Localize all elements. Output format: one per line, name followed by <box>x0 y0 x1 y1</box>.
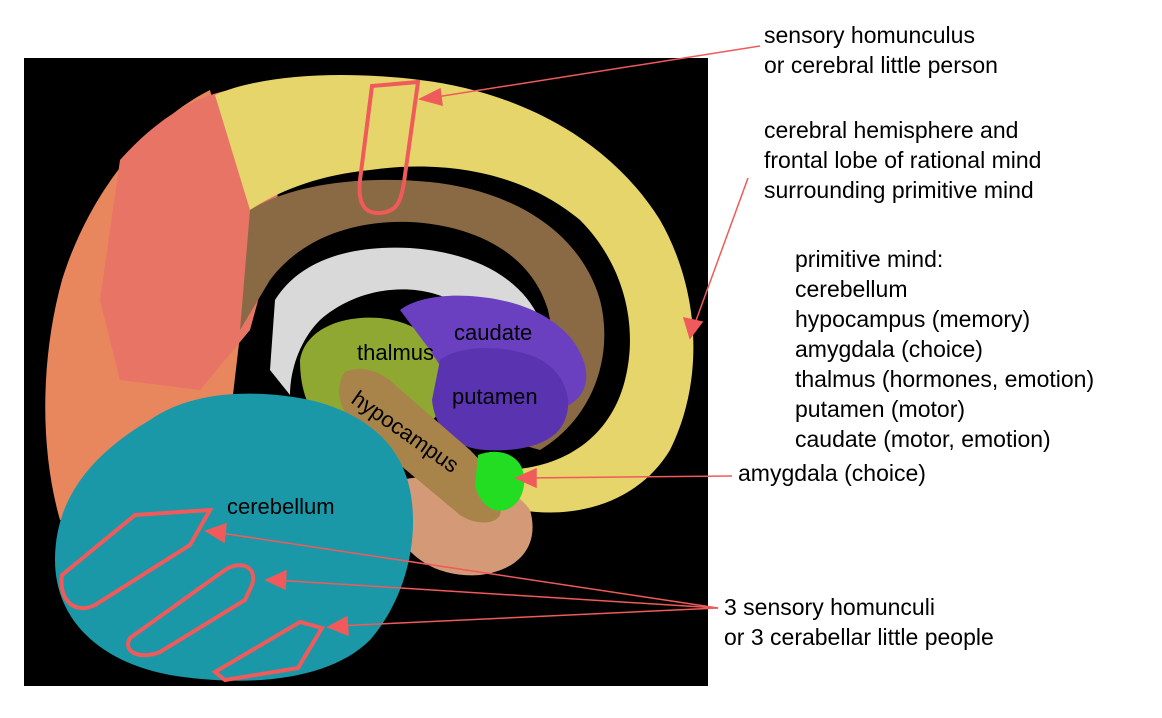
white-matter <box>270 247 546 420</box>
arrow-amygdala-head <box>514 467 537 489</box>
arrow-cerebellar-2-head <box>264 569 287 591</box>
annotation-sensory-line-1: sensory homunculus <box>764 22 975 48</box>
annotation-cerebellar-line-1: 3 sensory homunculi <box>724 594 935 620</box>
annotation-amygdala-line: amygdala (choice) <box>738 460 926 486</box>
annotation-arrows <box>204 45 761 637</box>
cerebral-homunculus-outline <box>357 79 421 216</box>
label-cerebellum: cerebellum <box>227 494 335 519</box>
arrow-amygdala <box>523 475 733 479</box>
putamen <box>432 348 569 451</box>
annotation-amygdala: amygdala (choice) <box>738 458 926 488</box>
arrow-cerebellar-2 <box>273 579 719 609</box>
arrow-cerebellar-1 <box>213 531 719 609</box>
label-thalmus: thalmus <box>357 340 434 365</box>
frontal-lobe <box>215 75 694 513</box>
cerebellar-homunculus-1 <box>59 507 214 611</box>
primitive-mind-item: hypocampus (memory) <box>795 306 1031 332</box>
annotation-hemisphere: cerebral hemisphere and frontal lobe of … <box>764 115 1041 205</box>
arrow-cerebellar-3 <box>335 607 719 627</box>
primitive-mind-heading: primitive mind: <box>795 246 944 272</box>
annotation-sensory: sensory homunculus or cerebral little pe… <box>764 20 998 80</box>
cerebellum <box>55 393 414 681</box>
arrow-cerebellar-3-head <box>326 615 349 637</box>
arrow-sensory-head <box>417 87 443 107</box>
arrow-cerebellar-1-head <box>204 522 227 544</box>
arrow-sensory <box>429 45 761 99</box>
primitive-mind-item: caudate (motor, emotion) <box>795 426 1051 452</box>
annotation-sensory-line-2: or cerebral little person <box>764 52 998 78</box>
annotation-hemisphere-line-2: frontal lobe of rational mind <box>764 147 1042 173</box>
annotation-hemisphere-line-1: cerebral hemisphere and <box>764 117 1019 143</box>
primitive-mind-item: amygdala (choice) <box>795 336 983 362</box>
cingulate-gyrus <box>240 179 605 451</box>
arrow-hemisphere <box>693 177 749 327</box>
annotation-hemisphere-line-3: surrounding primitive mind <box>764 177 1034 203</box>
annotation-cerebellar-line-2: or 3 cerabellar little people <box>724 624 994 650</box>
hippocampus <box>339 368 501 523</box>
cerebellar-homunculus-3 <box>211 619 326 683</box>
amygdala <box>475 451 525 511</box>
label-putamen: putamen <box>452 384 538 409</box>
primitive-mind-item: cerebellum <box>795 276 908 302</box>
label-caudate: caudate <box>454 320 532 345</box>
primitive-mind-item: thalmus (hormones, emotion) <box>795 366 1095 392</box>
annotation-cerebellar: 3 sensory homunculi or 3 cerabellar litt… <box>724 592 994 652</box>
cerebellar-homunculus-2 <box>126 563 256 658</box>
primitive-mind-item: putamen (motor) <box>795 396 966 422</box>
parietal-lobe <box>100 90 280 390</box>
annotation-primitive-mind: primitive mind: cerebellum hypocampus (m… <box>795 244 1094 454</box>
arrow-hemisphere-head <box>682 316 704 340</box>
